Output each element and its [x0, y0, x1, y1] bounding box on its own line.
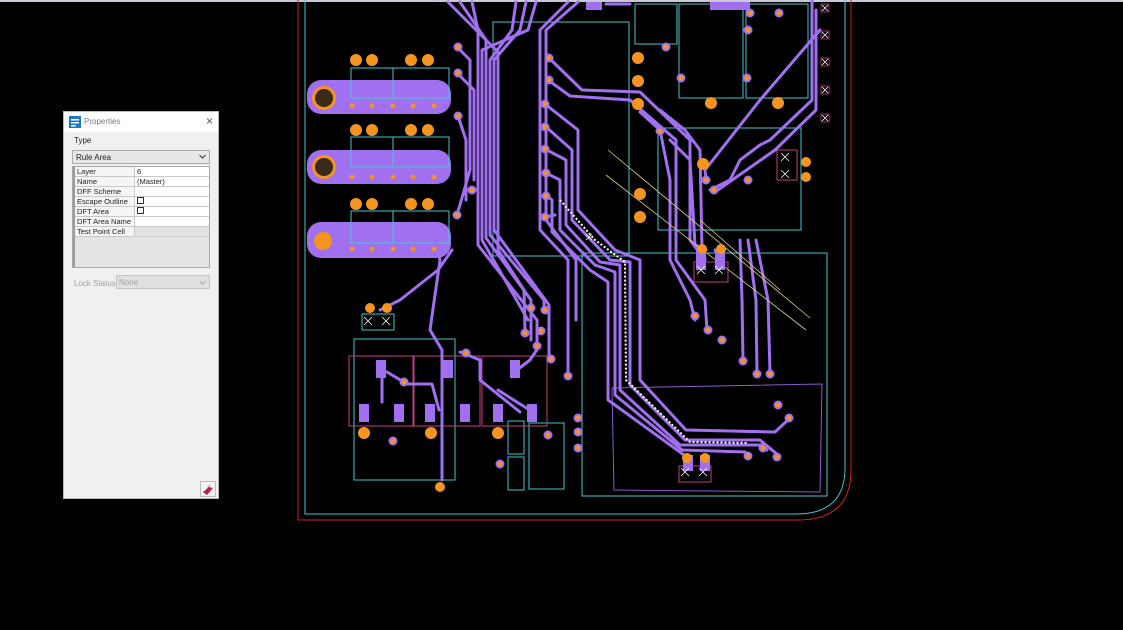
panel-title: Properties [84, 117, 121, 126]
property-row-dft-area[interactable]: DFT Area [75, 207, 209, 217]
chevron-down-icon [199, 154, 206, 159]
property-value[interactable] [136, 227, 209, 236]
property-value[interactable]: 6 [137, 167, 142, 176]
property-key: DFF Scheme [75, 187, 135, 196]
property-row-dft-area-name[interactable]: DFT Area Name [75, 217, 209, 227]
lock-status-value: None [119, 278, 139, 287]
property-key: Test Point Cell [75, 227, 135, 236]
type-select[interactable]: Rule Area [72, 150, 210, 164]
property-row-layer[interactable]: Layer 6 [75, 167, 209, 177]
property-key: DFT Area [75, 207, 135, 216]
lock-status-label: Lock Status [74, 279, 116, 288]
vias [347, 8, 794, 469]
grid-left-edge [73, 167, 75, 267]
property-key: Layer [75, 167, 135, 176]
property-value[interactable] [136, 217, 209, 226]
property-key: Escape Outline [75, 197, 135, 206]
close-icon[interactable]: × [205, 114, 213, 128]
dft-area-checkbox[interactable] [137, 207, 144, 214]
help-book-icon[interactable] [200, 481, 216, 497]
type-select-value: Rule Area [76, 153, 112, 162]
pcb-traces [378, 0, 822, 482]
property-row-name[interactable]: Name (Master) [75, 177, 209, 187]
window-top-edge [0, 0, 1123, 2]
property-value[interactable]: (Master) [137, 177, 165, 186]
board-outline-red [297, 0, 852, 521]
type-label: Type [74, 136, 92, 145]
connector-mount-holes [312, 86, 336, 250]
properties-app-icon [69, 116, 81, 128]
property-grid: Layer 6 Name (Master) DFF Scheme Escape … [72, 166, 210, 268]
connector-outlines [350, 67, 450, 244]
property-row-dff-scheme[interactable]: DFF Scheme [75, 187, 209, 197]
property-key: Name [75, 177, 135, 186]
properties-titlebar[interactable]: Properties × [64, 112, 218, 132]
properties-panel: Properties × Type Rule Area Layer 6 Name… [63, 111, 219, 499]
property-row-escape-outline[interactable]: Escape Outline [75, 197, 209, 207]
chevron-down-icon [199, 280, 206, 285]
orange-pads [350, 52, 811, 492]
test-point-markers [363, 3, 830, 477]
board-outline-cyan [304, 0, 846, 515]
property-row-test-point-cell[interactable]: Test Point Cell [75, 227, 209, 237]
magenta-outlines [348, 149, 823, 493]
hatched-route [559, 199, 749, 444]
property-value[interactable] [136, 187, 209, 196]
property-key: DFT Area Name [75, 217, 135, 226]
lock-status-select[interactable]: None [116, 275, 210, 289]
escape-outline-checkbox[interactable] [137, 197, 144, 204]
